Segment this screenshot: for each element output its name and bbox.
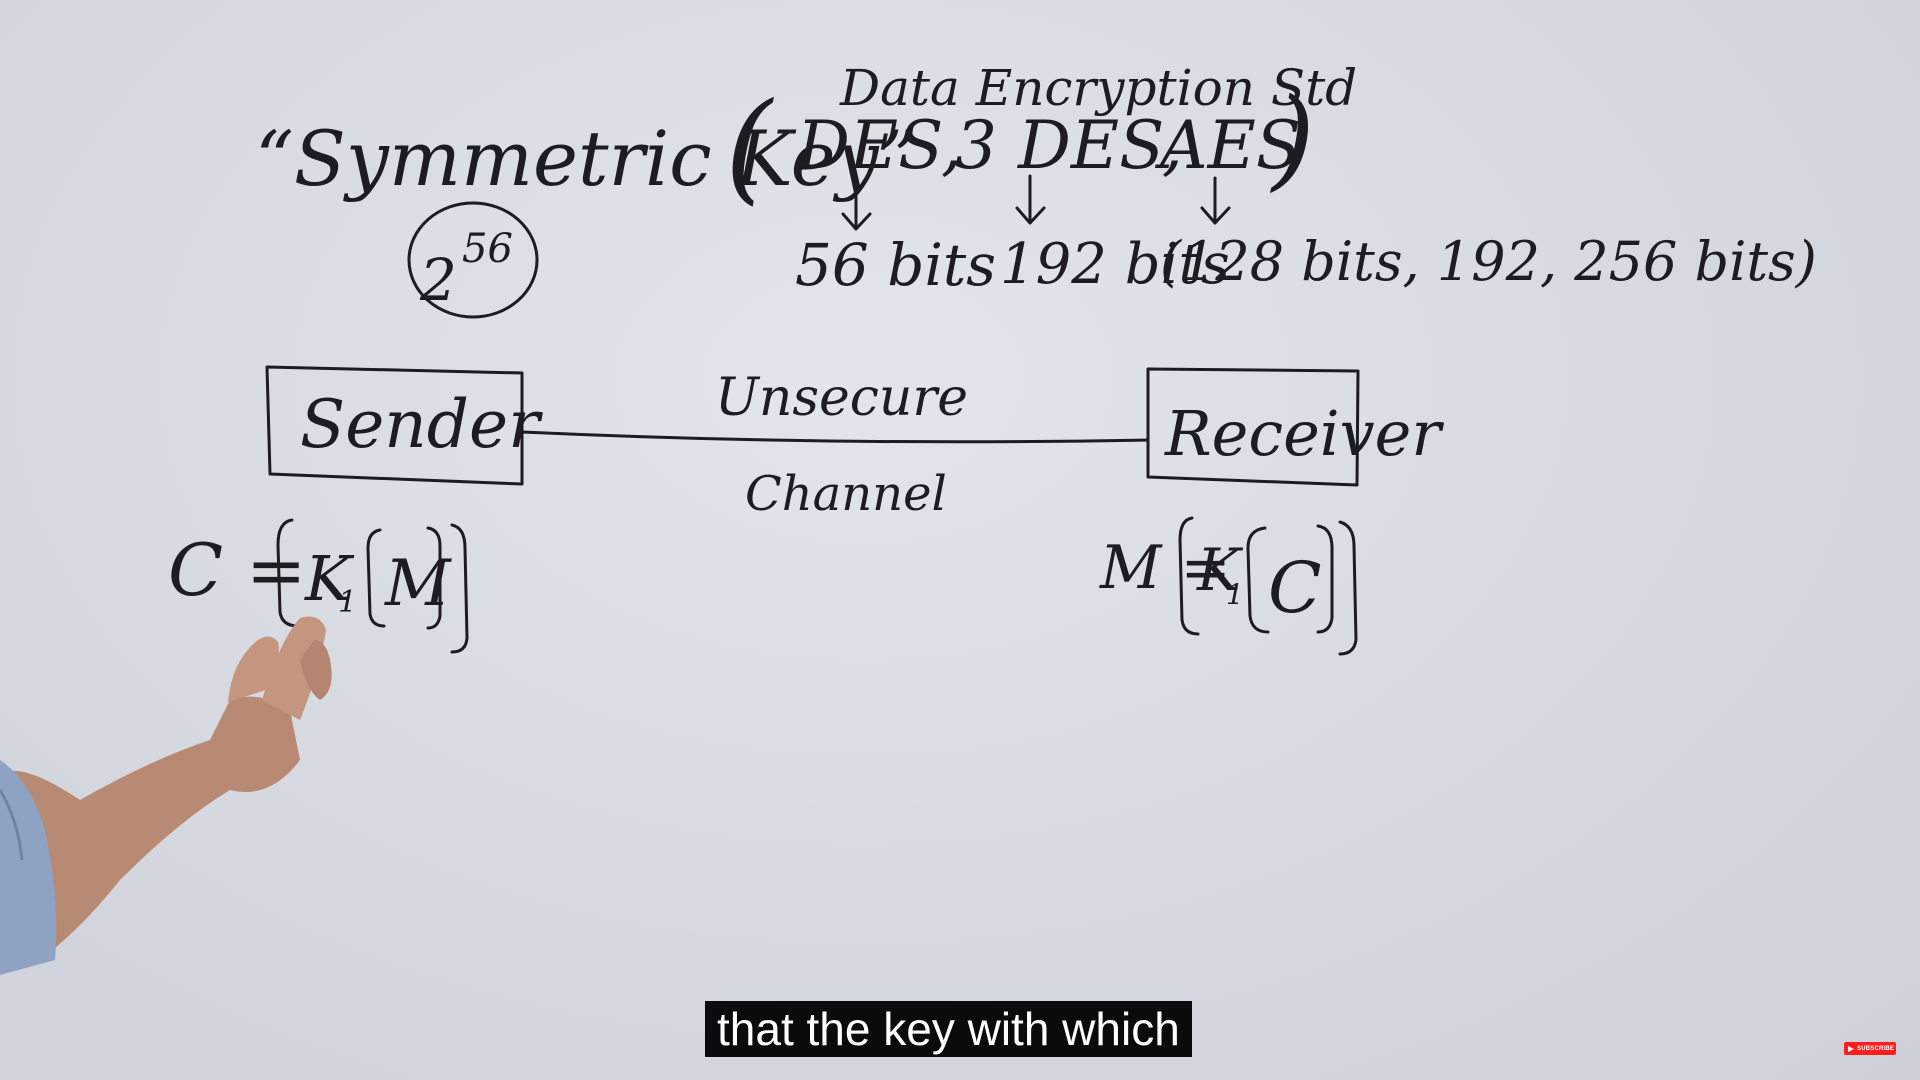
presenter-hand — [0, 616, 332, 975]
des-key-size: 56 bits — [795, 231, 996, 299]
aes-key-sizes: (128 bits, 192, 256 bits) — [1160, 230, 1817, 293]
standard-note: Data Encryption Std — [839, 59, 1357, 117]
algorithm-aes: AES — [1154, 107, 1301, 184]
video-caption: that the key with which — [705, 1001, 1192, 1057]
channel-bottom-label: Channel — [745, 466, 947, 522]
decrypt-key-subscript: 1 — [1226, 578, 1244, 611]
sender-box — [265, 365, 524, 486]
encrypt-lhs: C = — [168, 528, 306, 612]
decrypt-arg: C — [1268, 547, 1322, 629]
channel-top-label: Unsecure — [715, 368, 968, 428]
encrypt-key: K — [304, 542, 355, 615]
decrypt-inner-bracket-left — [1246, 526, 1270, 634]
algorithm-3des: 3 DES, — [955, 107, 1183, 184]
heading-symmetric-key: “Symmetric Key” — [255, 114, 917, 203]
decrypt-key: K — [1196, 536, 1244, 604]
des-arrow-icon — [841, 178, 872, 231]
subscribe-label: SUBSCRIBE — [1857, 1045, 1895, 1052]
aes-arrow-icon — [1200, 176, 1231, 225]
encrypt-outer-bracket-right — [450, 523, 469, 654]
algorithm-des: DES, — [796, 107, 962, 184]
algorithms-close-paren: ) — [1270, 74, 1315, 202]
decrypt-inner-bracket-right — [1316, 524, 1334, 634]
sender-label: Sender — [300, 386, 543, 463]
channel-line — [520, 430, 1150, 444]
encrypt-inner-bracket-left — [366, 528, 386, 628]
3des-arrow-icon — [1015, 174, 1046, 225]
encrypt-arg: M — [384, 547, 452, 621]
play-icon — [1848, 1045, 1854, 1052]
encrypt-outer-bracket-left — [276, 518, 300, 628]
encrypt-inner-bracket-right — [426, 526, 442, 630]
decrypt-outer-bracket-right — [1338, 520, 1358, 656]
3des-key-size: 192 bits — [1000, 232, 1230, 297]
key-space-circle — [407, 201, 539, 319]
decrypt-lhs: M = — [1099, 533, 1231, 603]
key-space-exponent: 56 — [462, 226, 513, 272]
encrypt-key-subscript: 1 — [338, 585, 357, 620]
key-space-base: 2 — [419, 246, 457, 314]
decrypt-outer-bracket-left — [1178, 516, 1200, 636]
algorithms-open-paren: ( — [725, 78, 774, 217]
subscribe-button[interactable]: SUBSCRIBE — [1844, 1042, 1896, 1055]
receiver-label: Receiver — [1164, 397, 1444, 470]
